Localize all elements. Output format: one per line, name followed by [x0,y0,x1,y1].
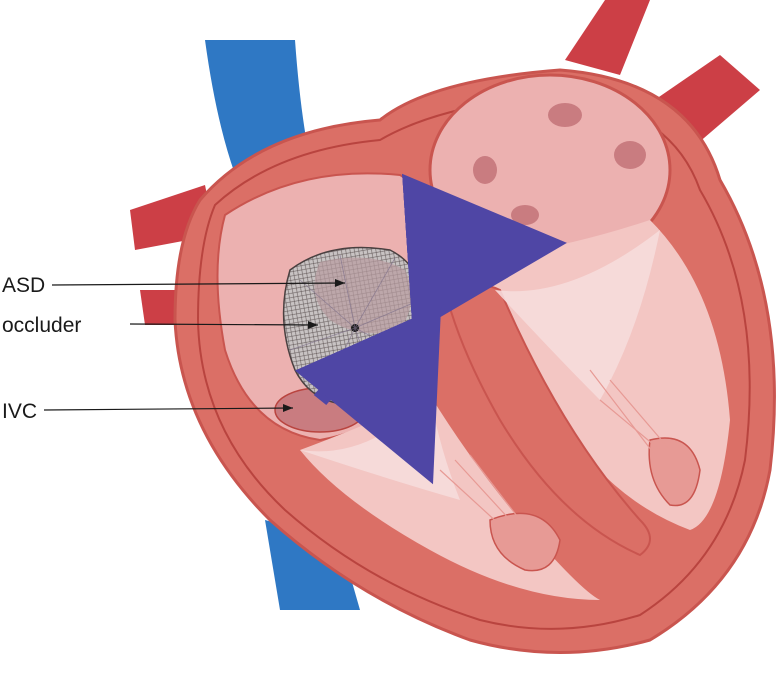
mitral-valve [495,230,660,400]
ivc-label: IVC [2,400,37,423]
pulmonary-vein-opening-1 [548,103,582,127]
occluder-leader-arrowhead [308,321,318,329]
pulmonary-vein-opening-2 [614,141,646,169]
aorta-branch-top [565,0,650,75]
occluder-leader-line [129,323,319,326]
papillary-muscle-left [648,437,701,507]
ivc-leader-arrowhead [283,404,293,412]
ivc-leader-line [43,407,294,411]
asd-label: ASD [2,274,45,297]
papillary-muscle-right [489,512,561,572]
asd-leader-line [51,282,346,286]
flow-arrow-lower [294,305,442,485]
pulmonary-vein-opening-3 [473,156,497,184]
flow-arrow-upper [401,173,567,334]
asd-leader-arrowhead [335,279,345,287]
occluder-label: occluder [2,314,81,337]
pulmonary-vein-opening-4 [511,205,539,225]
chordae-tendineae [439,369,671,526]
